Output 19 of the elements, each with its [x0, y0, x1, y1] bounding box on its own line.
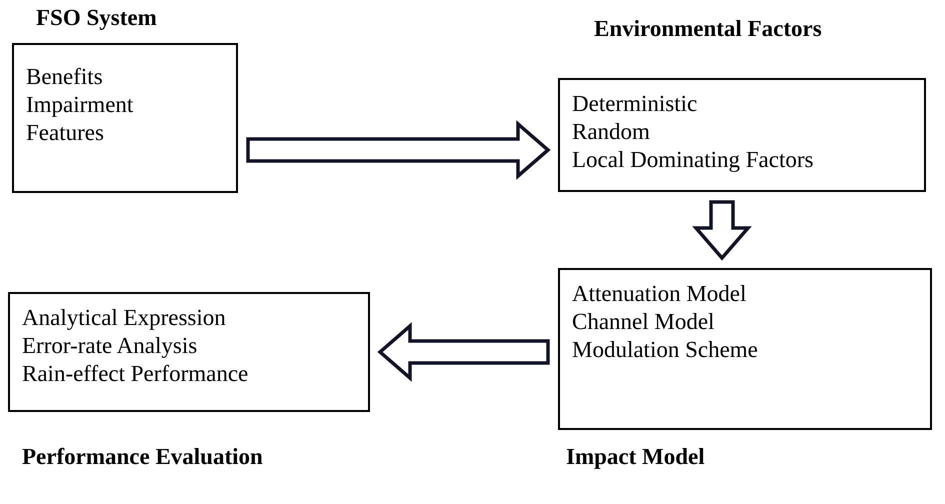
section-heading: Impact Model	[566, 444, 705, 470]
list-item: Error-rate Analysis	[22, 332, 198, 360]
block-arrow	[246, 120, 551, 180]
section-heading: FSO System	[36, 5, 157, 31]
list-item: Rain-effect Performance	[22, 360, 250, 388]
list-item: Features	[26, 119, 105, 147]
section-heading: Environmental Factors	[594, 16, 822, 42]
list-item: Attenuation Model	[572, 280, 748, 308]
list-item: Local Dominating Factors	[572, 146, 814, 174]
list-item: Random	[572, 118, 651, 146]
block-arrow	[692, 200, 752, 261]
list-item: Deterministic	[572, 90, 698, 118]
block-arrow	[377, 322, 550, 382]
section-heading: Performance Evaluation	[22, 444, 263, 470]
list-item: Benefits	[26, 63, 104, 91]
list-item: Analytical Expression	[22, 304, 227, 332]
list-item: Channel Model	[572, 308, 716, 336]
list-item: Modulation Scheme	[572, 336, 759, 364]
list-item: Impairment	[26, 91, 134, 119]
